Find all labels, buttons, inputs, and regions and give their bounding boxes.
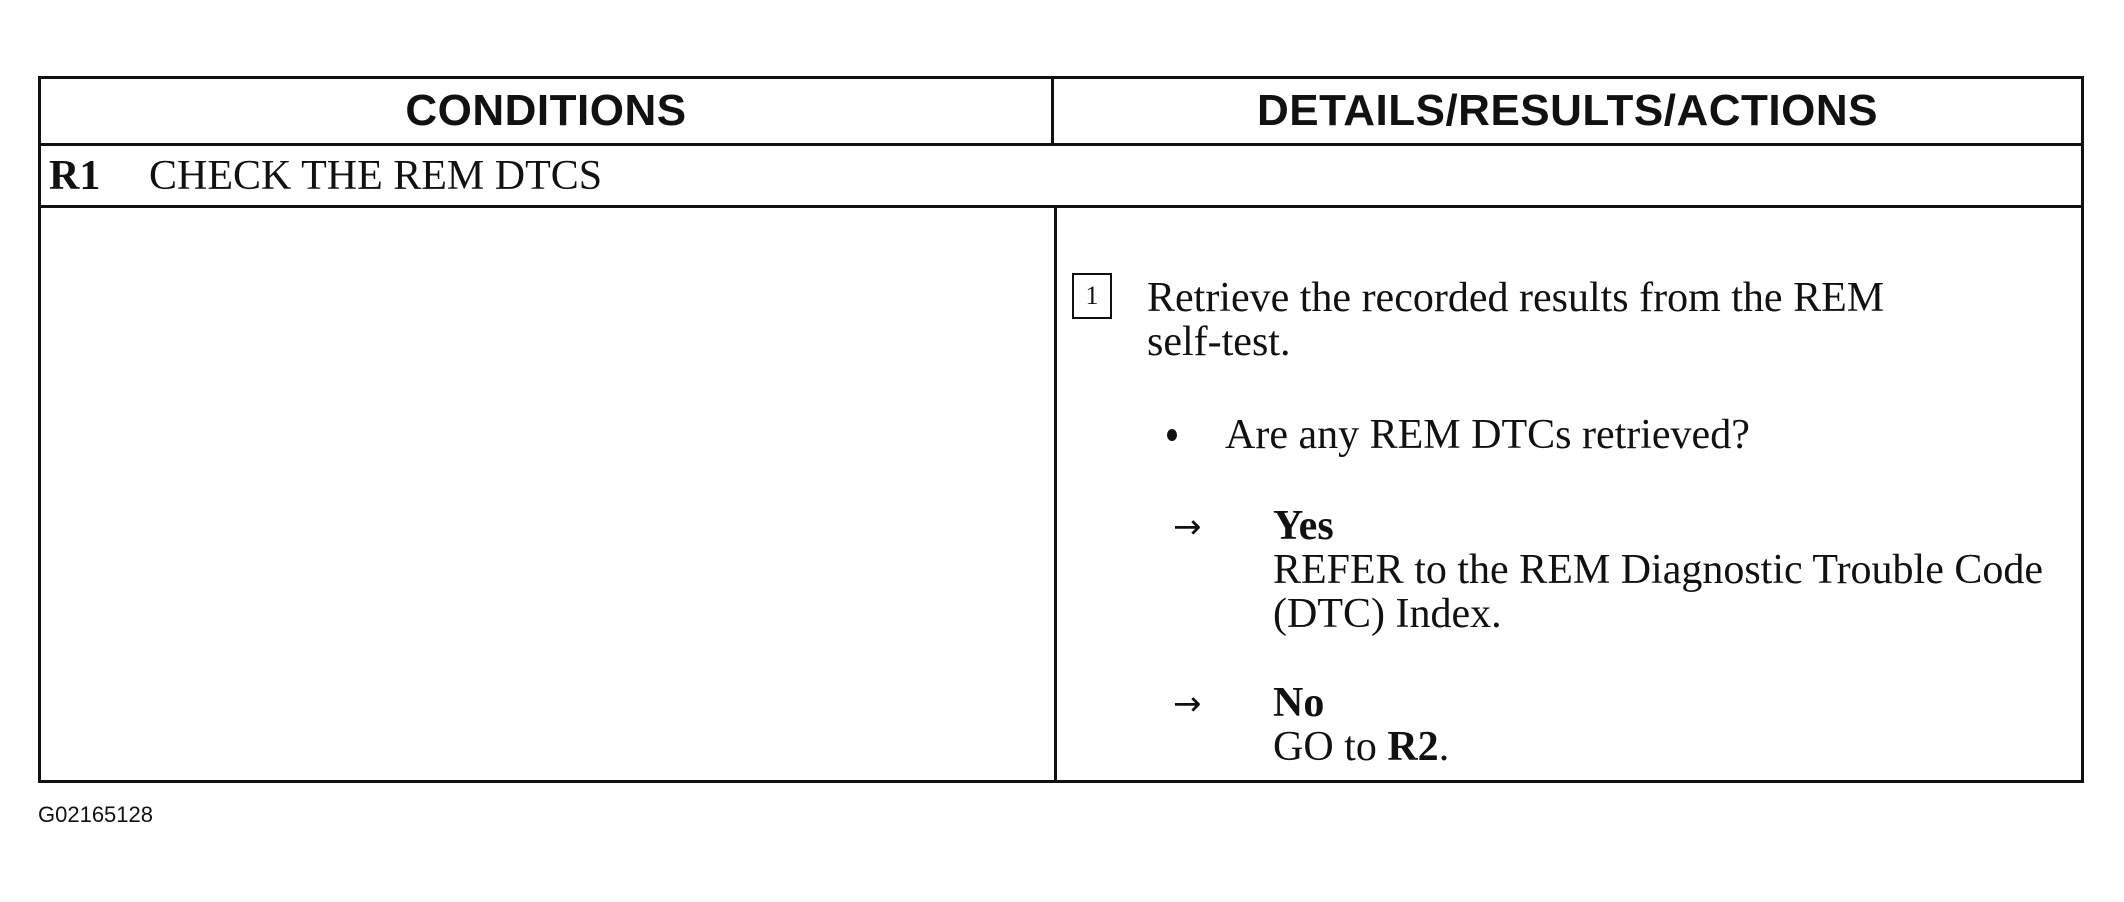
conditions-header: CONDITIONS	[41, 79, 1054, 143]
conditions-cell	[41, 208, 1057, 783]
answer-yes-label: Yes	[1273, 503, 1334, 549]
answer-no-prefix: GO to	[1273, 724, 1388, 770]
instruction-text: Retrieve the recorded results from the R…	[1147, 275, 1885, 365]
diagnostic-table: CONDITIONS DETAILS/RESULTS/ACTIONS R1 CH…	[38, 76, 2084, 783]
answer-no: No GO to R2.	[1273, 681, 1449, 769]
table-header-row: CONDITIONS DETAILS/RESULTS/ACTIONS	[41, 79, 2081, 146]
arrow-right-icon: →	[1173, 507, 1202, 547]
step-title: CHECK THE REM DTCS	[149, 152, 603, 199]
step-row: R1 CHECK THE REM DTCS	[41, 146, 2081, 208]
answer-no-target: R2	[1387, 724, 1439, 770]
answer-yes-text: REFER to the REM Diagnostic Trouble Code…	[1273, 547, 2044, 637]
arrow-right-icon: →	[1173, 684, 1202, 724]
question-item: Are any REM DTCs retrieved?	[1167, 413, 1750, 457]
answer-no-suffix: .	[1438, 724, 1450, 770]
answer-no-label: No	[1273, 680, 1325, 726]
details-cell: 1 Retrieve the recorded results from the…	[1057, 208, 2081, 783]
details-header: DETAILS/RESULTS/ACTIONS	[1257, 86, 1878, 135]
answer-yes: Yes REFER to the REM Diagnostic Trouble …	[1273, 504, 2073, 636]
answer-no-text: GO to R2.	[1273, 725, 1449, 769]
bullet-icon	[1167, 429, 1177, 441]
figure-code: G02165128	[38, 802, 153, 827]
question-text: Are any REM DTCs retrieved?	[1225, 412, 1750, 458]
step-id: R1	[49, 152, 101, 199]
instruction-number: 1	[1072, 273, 1112, 319]
